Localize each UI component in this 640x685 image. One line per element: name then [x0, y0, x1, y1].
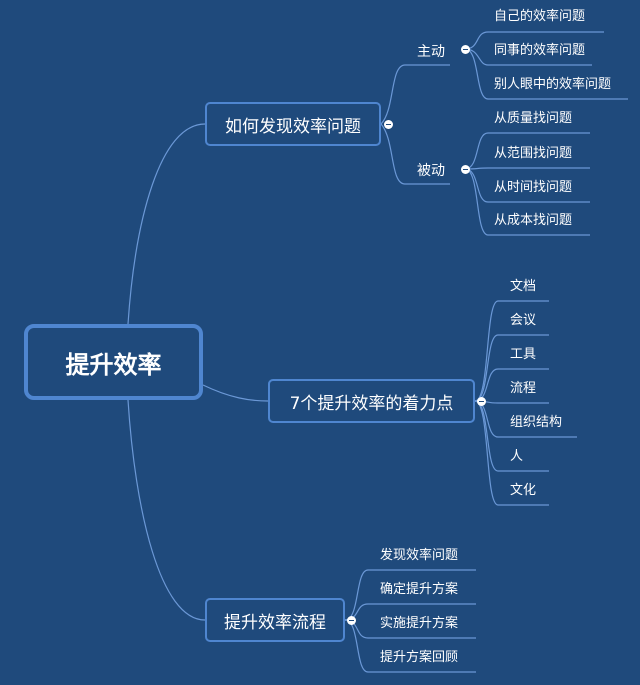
- leaf-item[interactable]: 从成本找问题: [494, 213, 573, 228]
- collapse-icon[interactable]: [384, 120, 393, 129]
- leaf-item[interactable]: 工具: [510, 347, 537, 362]
- branch-find-problems[interactable]: 如何发现效率问题: [205, 102, 381, 146]
- leaf-item[interactable]: 从范围找问题: [494, 146, 573, 161]
- leaf-item[interactable]: 从时间找问题: [494, 180, 573, 195]
- leaf-item[interactable]: 别人眼中的效率问题: [494, 77, 612, 92]
- leaf-item[interactable]: 实施提升方案: [380, 616, 459, 631]
- collapse-icon[interactable]: [461, 165, 470, 174]
- leaf-item[interactable]: 同事的效率问题: [494, 43, 586, 58]
- group-passive[interactable]: 被动: [417, 163, 445, 179]
- branch-seven-focus-points[interactable]: 7个提升效率的着力点: [268, 379, 475, 423]
- leaf-item[interactable]: 提升方案回顾: [380, 650, 459, 665]
- group-active[interactable]: 主动: [417, 44, 445, 60]
- leaf-item[interactable]: 文档: [510, 279, 537, 294]
- leaf-item[interactable]: 流程: [510, 381, 537, 396]
- collapse-icon[interactable]: [477, 397, 486, 406]
- leaf-item[interactable]: 确定提升方案: [380, 582, 459, 597]
- leaf-item[interactable]: 会议: [510, 313, 537, 328]
- leaf-item[interactable]: 文化: [510, 483, 537, 498]
- collapse-icon[interactable]: [347, 616, 356, 625]
- leaf-item[interactable]: 人: [510, 449, 524, 464]
- leaf-item[interactable]: 自己的效率问题: [494, 9, 586, 24]
- root-topic[interactable]: 提升效率: [24, 324, 203, 400]
- leaf-item[interactable]: 从质量找问题: [494, 111, 573, 126]
- collapse-icon[interactable]: [461, 45, 470, 54]
- leaf-item[interactable]: 发现效率问题: [380, 548, 459, 563]
- branch-improvement-process[interactable]: 提升效率流程: [205, 598, 345, 642]
- leaf-item[interactable]: 组织结构: [510, 415, 563, 430]
